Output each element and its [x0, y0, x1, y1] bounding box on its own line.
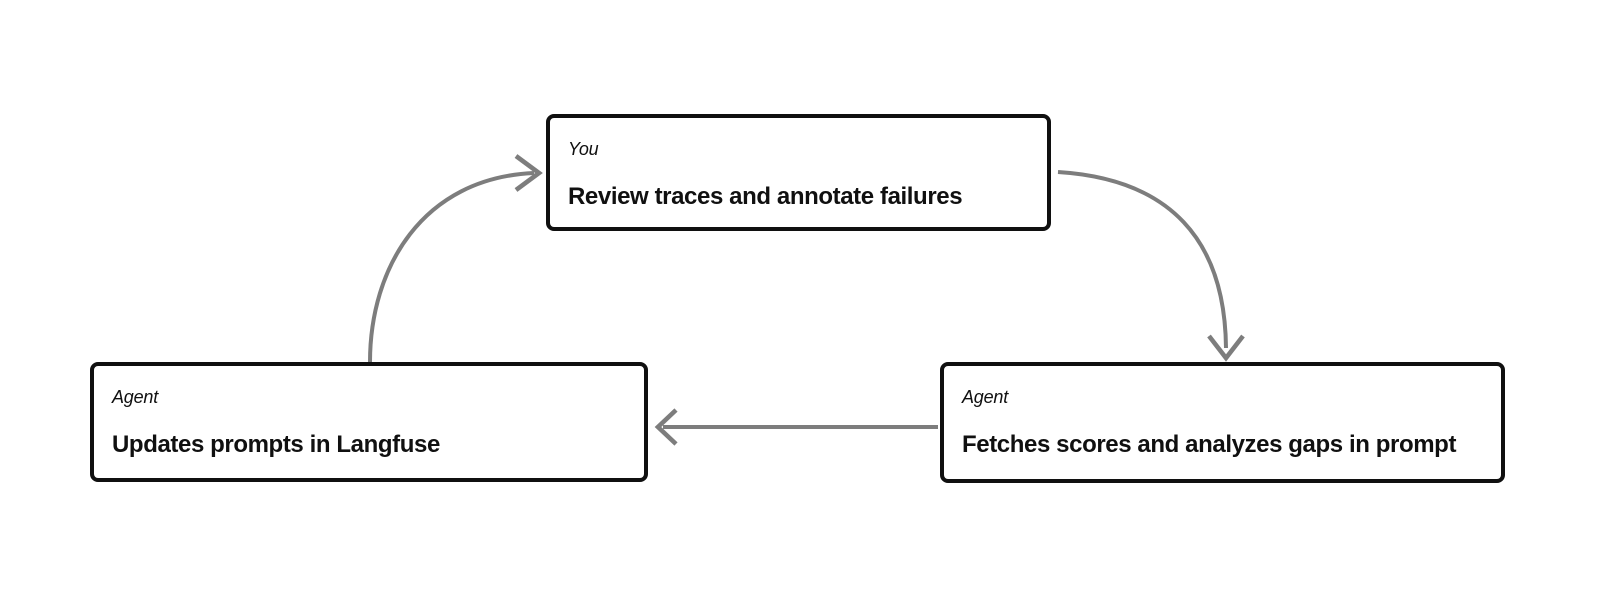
connector-curve	[368, 171, 535, 363]
arrowhead-down-icon	[1207, 334, 1245, 362]
node-title: Updates prompts in Langfuse	[112, 430, 440, 458]
node-agent-fetches: Agent Fetches scores and analyzes gaps i…	[940, 362, 1505, 483]
node-agent-updates: Agent Updates prompts in Langfuse	[90, 362, 648, 482]
connector-agent-fetches-to-agent-updates	[654, 408, 938, 446]
node-title: Review traces and annotate failures	[568, 182, 963, 210]
connector-agent-updates-to-you-review	[368, 154, 543, 363]
arrowhead-left-icon	[654, 408, 678, 446]
node-title: Fetches scores and analyzes gaps in prom…	[962, 430, 1457, 458]
arrowhead-right-icon	[514, 154, 543, 192]
node-role-label: Agent	[112, 387, 159, 407]
node-role-label: Agent	[962, 387, 1009, 407]
node-you-review: You Review traces and annotate failures	[546, 114, 1051, 231]
connector-curve	[1057, 170, 1228, 349]
node-role-label: You	[568, 139, 599, 159]
connector-you-review-to-agent-fetches	[1057, 170, 1245, 362]
